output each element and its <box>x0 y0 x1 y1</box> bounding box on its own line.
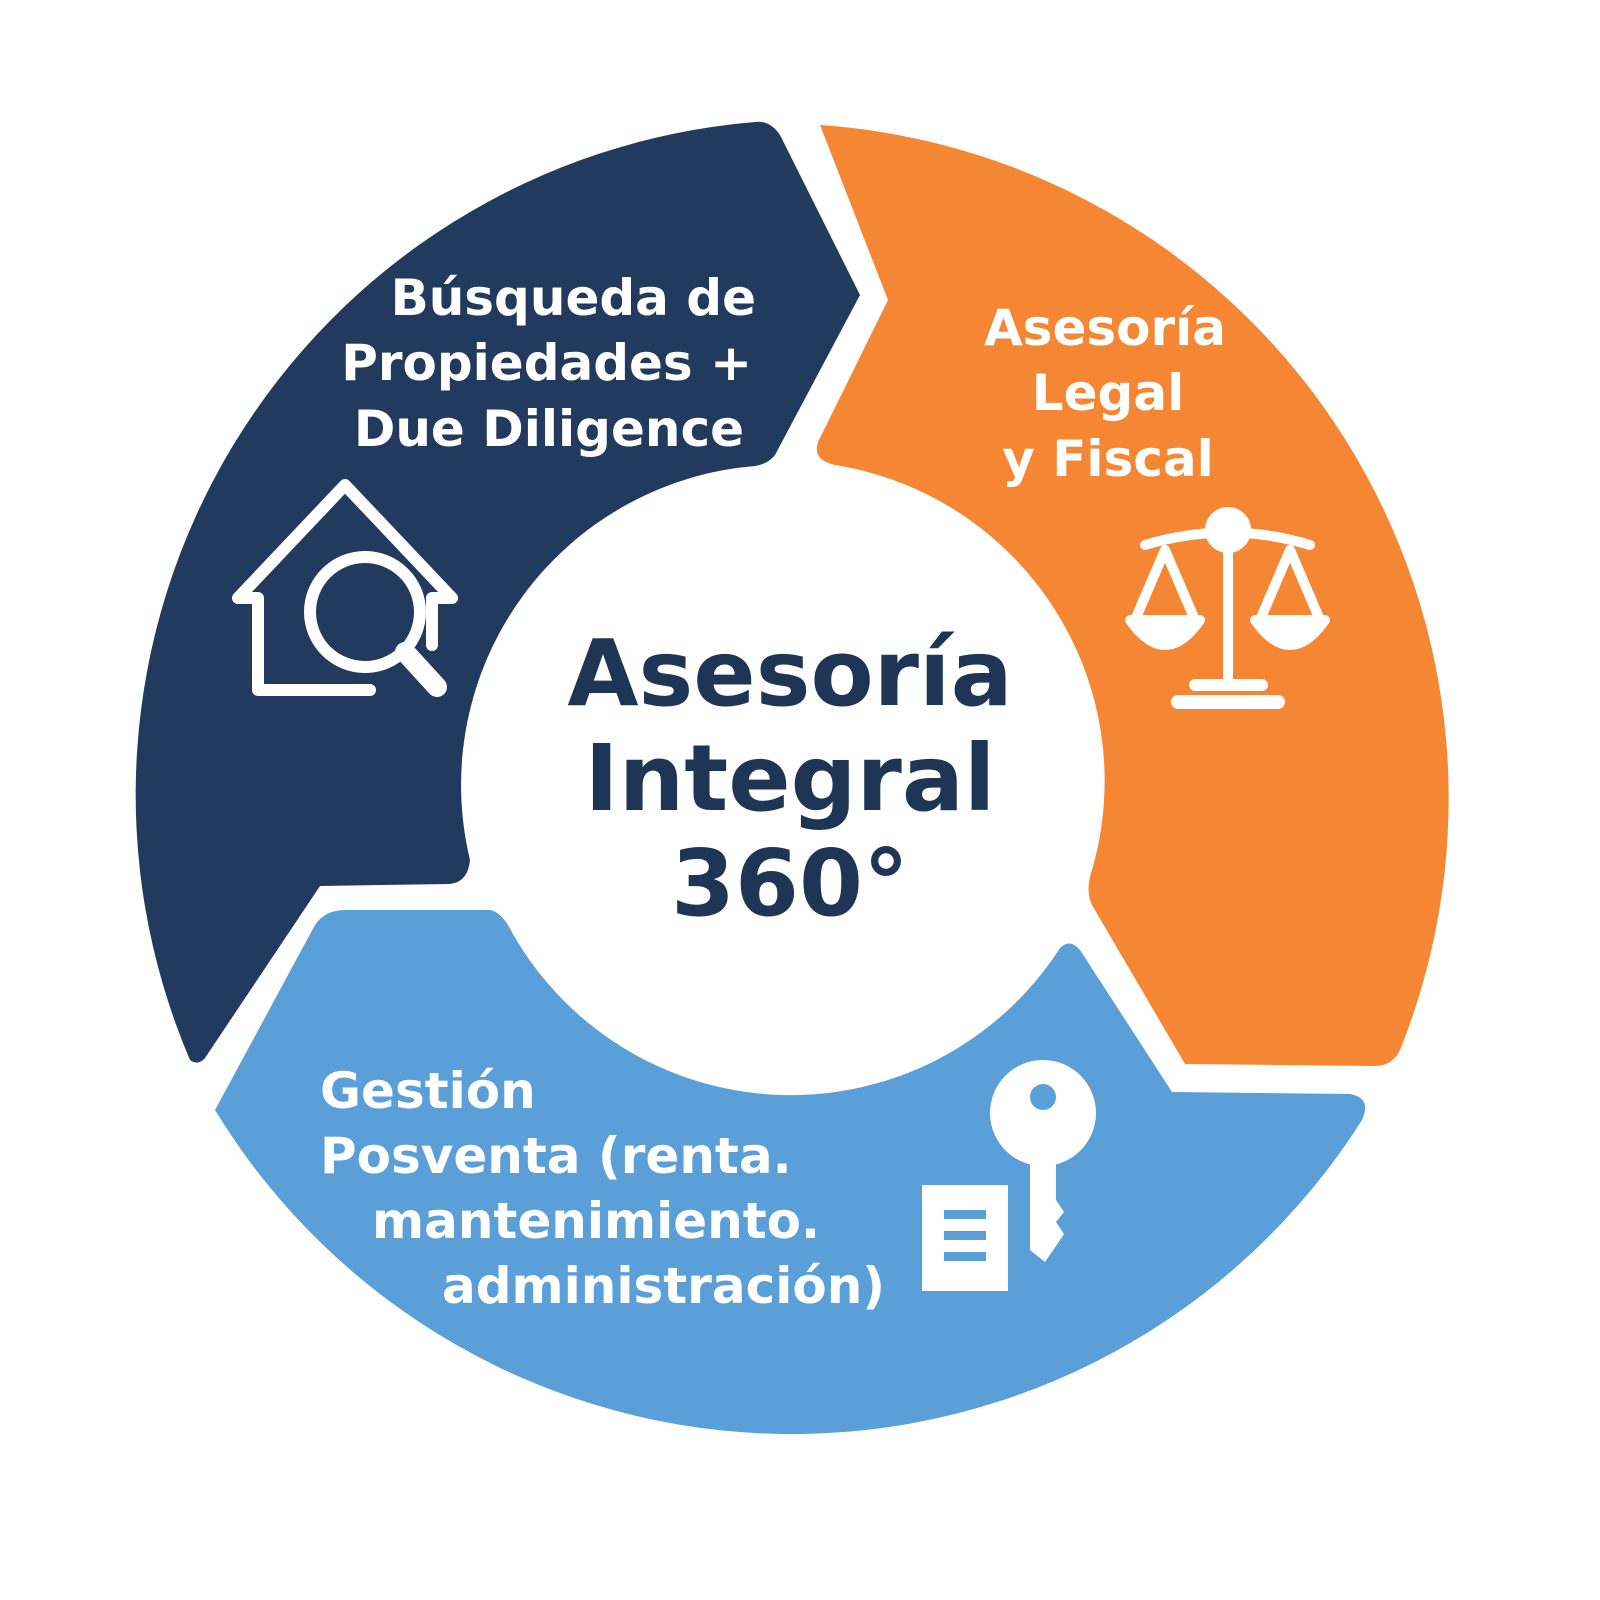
search-line-2: Propiedades + <box>341 334 752 392</box>
search-line-3: Due Diligence <box>354 400 744 458</box>
legal-line-3: y Fiscal <box>1002 430 1214 488</box>
legal-line-1: Asesoría <box>984 299 1226 357</box>
segment-legal <box>816 125 1449 1066</box>
postsale-line-2: Posventa (renta. <box>320 1127 792 1185</box>
legal-line-2: Legal <box>1032 364 1184 422</box>
postsale-line-3: mantenimiento. <box>372 1192 820 1250</box>
center-title-line-3: 360° <box>671 830 909 937</box>
scales-icon <box>1125 507 1330 709</box>
key-document-icon <box>922 1060 1096 1291</box>
search-line-1: Búsqueda de <box>391 269 756 327</box>
postsale-line-4: administración) <box>442 1257 885 1315</box>
house-search-icon <box>232 479 458 697</box>
segment-postsale <box>215 910 1366 1435</box>
center-title-line-1: Asesoría <box>567 620 1012 727</box>
postsale-line-1: Gestión <box>320 1062 536 1120</box>
center-title-line-2: Integral <box>585 725 996 832</box>
segment-search <box>135 121 860 1063</box>
